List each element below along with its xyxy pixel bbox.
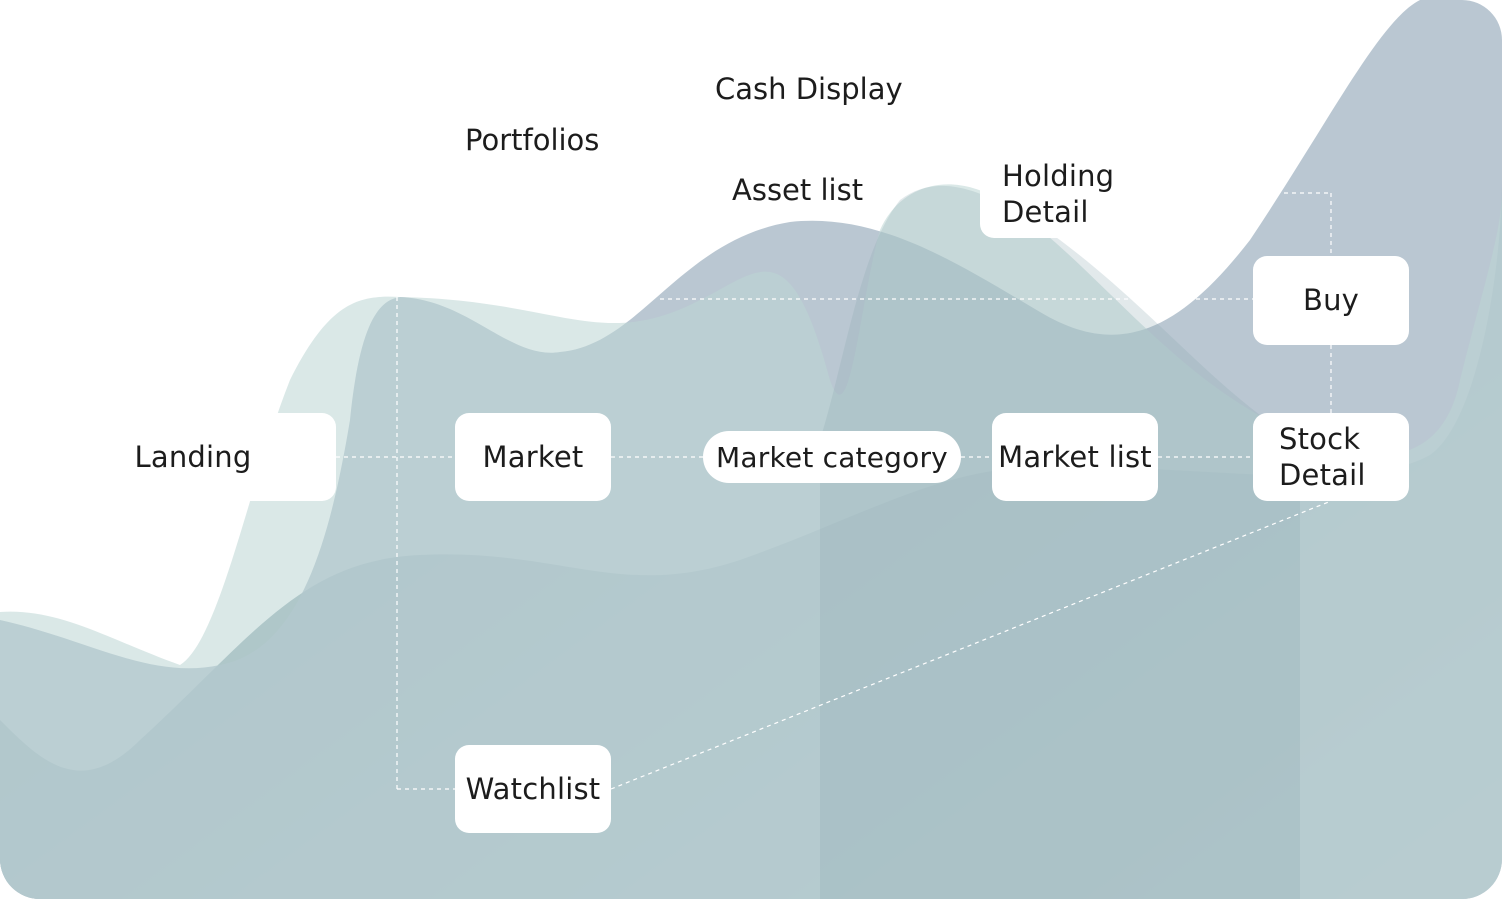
label-portfolios: Portfolios <box>465 123 600 157</box>
overlap-wave <box>820 185 1300 899</box>
node-market-list-label: Market list <box>998 439 1152 474</box>
connector-watchlist-stock <box>610 500 1332 790</box>
node-buy-label: Buy <box>1302 283 1360 318</box>
node-stock-detail-label: Stock Detail <box>1279 421 1366 492</box>
node-market-label: Market <box>482 439 584 474</box>
node-stock-detail[interactable]: Stock Detail <box>1253 413 1409 501</box>
node-holding-detail[interactable]: Holding Detail <box>980 150 1125 238</box>
teal-wave <box>0 184 1502 899</box>
connectors <box>336 192 1332 790</box>
node-holding-detail-label: Holding Detail <box>1002 158 1115 229</box>
node-watchlist[interactable]: Watchlist <box>455 745 611 833</box>
node-landing-label: Landing <box>134 439 252 474</box>
label-asset-list: Asset list <box>732 173 864 207</box>
label-cash-display: Cash Display <box>715 72 903 106</box>
node-market-list[interactable]: Market list <box>992 413 1158 501</box>
node-landing[interactable]: Landing <box>110 413 336 501</box>
node-buy[interactable]: Buy <box>1253 256 1409 345</box>
node-watchlist-label: Watchlist <box>465 771 601 806</box>
node-market-category[interactable]: Market category <box>703 431 961 483</box>
node-market[interactable]: Market <box>455 413 611 501</box>
node-market-category-label: Market category <box>716 440 948 474</box>
